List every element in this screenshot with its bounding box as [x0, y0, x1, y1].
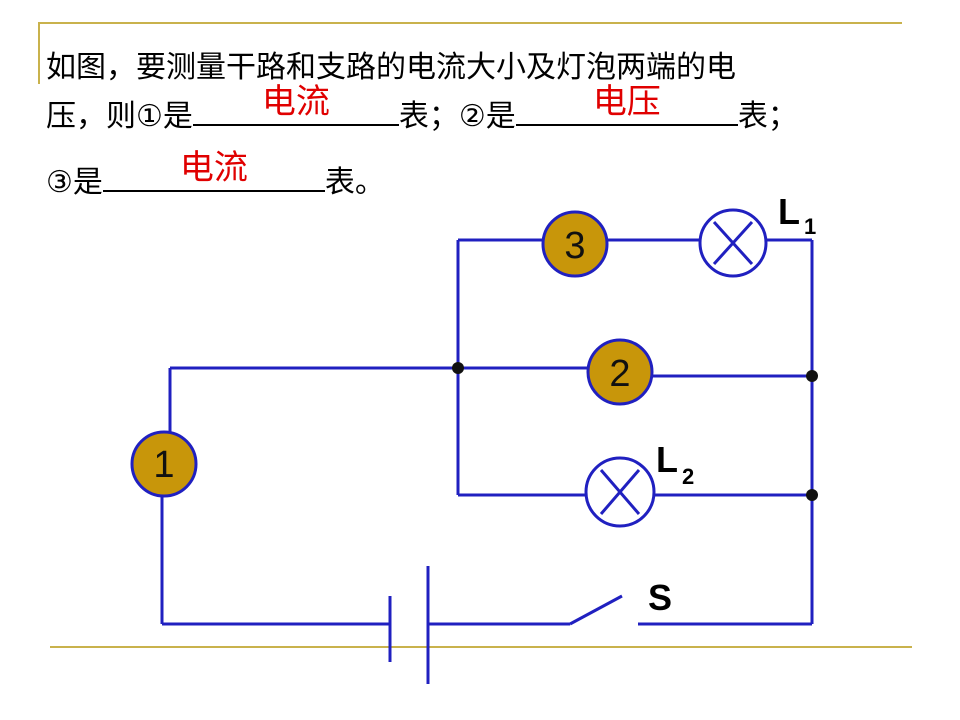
top-border-line	[40, 22, 902, 24]
junction-dot-right-upper	[806, 370, 818, 382]
answer-blank-1[interactable]: 电流	[192, 84, 399, 126]
meter-1: 1	[130, 430, 198, 498]
left-border-line	[38, 22, 40, 84]
answer-1: 电流	[261, 82, 330, 122]
answer-3: 电流	[179, 148, 248, 188]
lamp-l1-label: L	[778, 191, 800, 232]
lamp-l2-subscript: 2	[682, 464, 694, 489]
lamp-l2-label: L	[656, 439, 678, 480]
question-line-1: 如图，要测量干路和支路的电流大小及灯泡两端的电	[46, 50, 736, 85]
switch-blade	[569, 594, 623, 626]
answer-blank-2[interactable]: 电压	[515, 84, 738, 126]
circuit-wires	[160, 238, 814, 626]
lamp-l1-subscript: 1	[804, 214, 816, 239]
meter-1-label: 1	[153, 444, 174, 486]
answer-blank-3[interactable]: 电流	[102, 150, 325, 192]
question-line-2: 压，则①是电流表；②是电压表；	[46, 82, 798, 134]
meter-3: 3	[541, 210, 609, 278]
switch-label: S	[648, 577, 672, 618]
meter-3-label: 3	[564, 225, 585, 267]
meter-2: 2	[586, 338, 654, 406]
lamp-l1	[698, 208, 768, 278]
junction-dot-right-lower	[806, 489, 818, 501]
junction-dot-left	[452, 362, 464, 374]
answer-2: 电压	[592, 82, 661, 122]
meter-2-label: 2	[609, 353, 630, 395]
question-line-3: ③是电流表。	[46, 148, 385, 200]
bottom-border-line	[50, 646, 912, 648]
lamp-l2	[584, 456, 656, 528]
